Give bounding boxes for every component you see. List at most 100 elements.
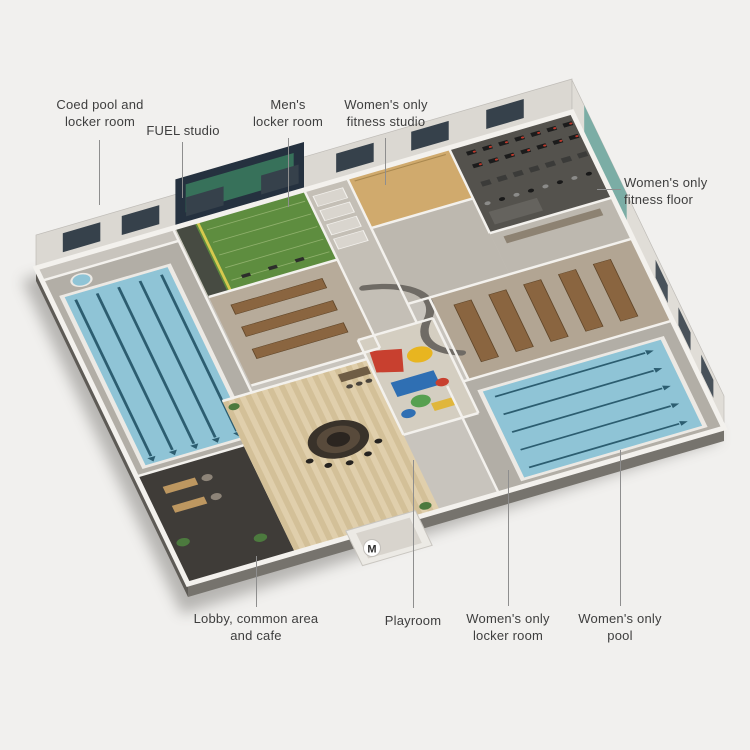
lounge-table xyxy=(210,493,222,501)
lobby-floor-stripe xyxy=(356,360,435,514)
perimeter-cut-wall xyxy=(32,109,728,587)
interior-wall xyxy=(222,359,367,401)
play-ball-red xyxy=(435,377,449,387)
lobby-floor-stripe xyxy=(233,396,312,550)
logo-letter: M xyxy=(367,544,376,556)
connector-playroom xyxy=(413,460,414,608)
treadmill-display xyxy=(543,144,547,147)
turf-yellow-line xyxy=(195,220,232,292)
interior-wall xyxy=(463,321,672,382)
weight-machine xyxy=(560,155,573,164)
fuel-equipment-strip xyxy=(175,221,228,297)
dumbbell-rack xyxy=(484,201,491,206)
treadmill-display xyxy=(521,136,525,139)
interior-wall xyxy=(251,348,380,385)
cafe-counter xyxy=(337,366,371,383)
label-womens-pool: Women's only pool xyxy=(578,611,662,643)
shower-stall xyxy=(332,229,369,250)
lobby-floor-stripe xyxy=(277,383,357,537)
weight-machine xyxy=(496,174,508,182)
womens-pool-lane-arrow xyxy=(670,403,680,409)
cafe-stool xyxy=(305,458,314,464)
logo-badge xyxy=(363,539,381,557)
training-sled xyxy=(294,256,305,263)
dumbbell-rack xyxy=(498,197,506,201)
lobby-floor-stripe xyxy=(266,386,346,540)
ballet-barre xyxy=(354,154,447,182)
coed-pool-lane-line xyxy=(117,286,196,445)
interior-wall xyxy=(358,318,433,340)
cafe-stool xyxy=(374,438,383,444)
coed-pool-lane-arrow xyxy=(168,449,177,456)
room-corridor xyxy=(371,198,510,304)
treadmill-display xyxy=(472,150,476,153)
play-structure-green xyxy=(410,394,431,408)
east-window xyxy=(678,307,691,351)
interior-wall xyxy=(347,178,417,323)
plant xyxy=(419,502,432,510)
vanity-counter xyxy=(503,208,604,244)
cafe-stool xyxy=(345,460,354,466)
plant xyxy=(176,537,190,547)
locker-row xyxy=(557,269,604,332)
interior-wall xyxy=(449,148,490,233)
dumbbell-rack xyxy=(571,176,578,180)
cafe-stool xyxy=(324,462,333,468)
lobby-floor-stripe xyxy=(222,399,301,553)
interior-wall xyxy=(304,190,380,348)
womens-pool-lane-line xyxy=(511,387,663,433)
north-window xyxy=(121,205,160,236)
interior-wall xyxy=(358,340,404,435)
north-window xyxy=(411,120,449,151)
connector-mens-locker xyxy=(288,138,289,207)
connector-coed-pool xyxy=(99,140,100,205)
locker-row xyxy=(488,289,534,352)
lobby-floor-stripe xyxy=(344,363,424,518)
dumbbell-rack xyxy=(513,192,520,197)
cafe-stool xyxy=(355,381,363,386)
lobby-floor-stripe xyxy=(255,389,335,544)
locker-row xyxy=(241,300,338,337)
dumbbell-rack xyxy=(527,188,535,193)
training-sled xyxy=(267,264,278,271)
training-sled xyxy=(241,272,252,279)
lounge-sofa xyxy=(162,477,199,494)
interior-wall xyxy=(447,386,499,493)
weight-machine xyxy=(576,151,589,159)
floorplan-rooms xyxy=(36,112,725,585)
room-lounge-dark xyxy=(136,445,296,585)
interior-wall xyxy=(403,413,478,435)
stretch-mat xyxy=(488,197,544,225)
locker-row xyxy=(592,258,639,322)
shower-stall xyxy=(312,187,349,207)
locker-row xyxy=(251,322,349,359)
weight-machine xyxy=(480,179,492,187)
play-structure-red xyxy=(369,348,404,373)
label-womens-locker-room: Women's only locker room xyxy=(466,611,550,643)
cafe-stool xyxy=(364,451,372,457)
treadmill-display xyxy=(494,158,499,161)
treadmill-display xyxy=(488,145,492,148)
lounge-sofa xyxy=(171,496,208,513)
treadmill-display xyxy=(527,149,531,152)
weight-machine xyxy=(544,160,557,168)
dumbbell-rack xyxy=(556,180,563,185)
coed-pool-lane-line xyxy=(138,280,217,438)
turf-lane-line xyxy=(212,213,312,243)
plant xyxy=(253,533,268,542)
treadmill-display xyxy=(559,139,563,142)
treadmill-display xyxy=(537,131,541,134)
north-window xyxy=(261,164,299,195)
interior-wall xyxy=(173,228,252,392)
womens-pool-lane-line xyxy=(520,405,672,451)
coed-pool-lane-line xyxy=(95,293,174,451)
coed-pool-lane-arrow xyxy=(190,443,199,449)
teal-accent-wall xyxy=(584,105,627,226)
label-playroom: Playroom xyxy=(384,613,442,628)
label-lobby-common-area-cafe: Lobby, common area and cafe xyxy=(193,611,319,643)
shower-stall xyxy=(319,201,356,222)
play-mat-yellow xyxy=(431,397,456,411)
connector-womens-fitness-floor xyxy=(597,189,621,190)
east-window xyxy=(701,354,714,398)
lobby-floor-stripe xyxy=(333,367,413,521)
